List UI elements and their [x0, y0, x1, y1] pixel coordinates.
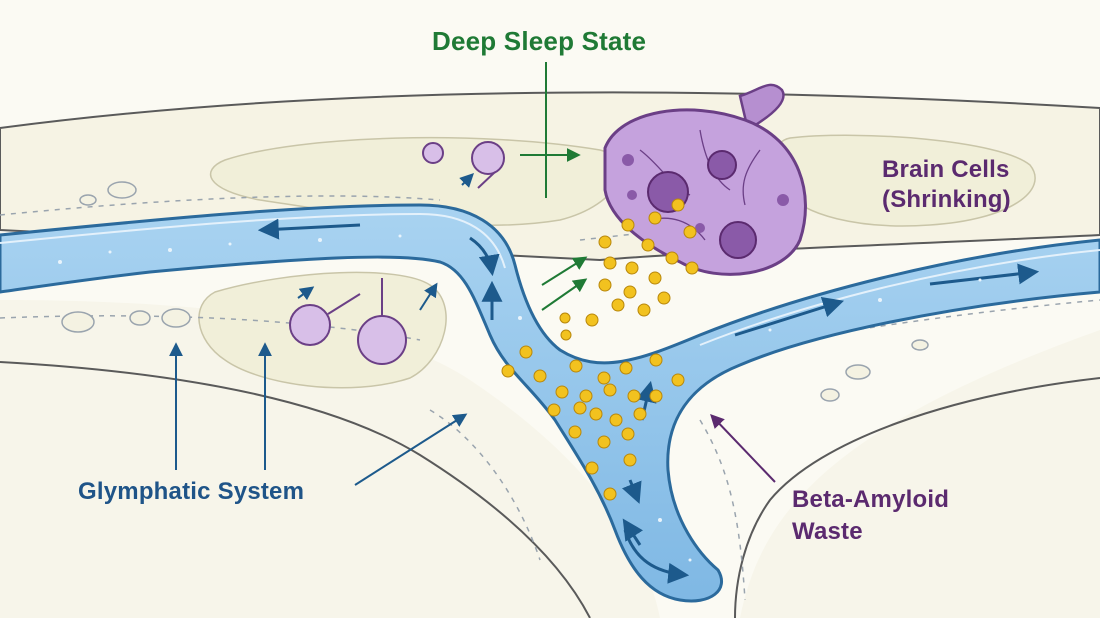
channel-inner-line-top [0, 212, 506, 269]
beta-amyloid-line2: Waste [792, 518, 863, 545]
tissue-outline-lower [0, 361, 591, 618]
flow-arrow-icon [257, 218, 1040, 584]
beta-amyloid-line1: Beta-Amyloid [792, 486, 950, 513]
brain-cells-label: Brain Cells (Shrinking) [882, 155, 1011, 215]
amyloid-particle-icon [501, 198, 699, 501]
brain-cells-line2: (Shrinking) [882, 186, 1011, 213]
tissue-cells [61, 181, 929, 402]
beta-amyloid-label: Beta-Amyloid Waste [792, 484, 949, 548]
glymphatic-pointers [169, 173, 474, 486]
channel-speckles [58, 234, 982, 562]
channel-inner-line-right [699, 249, 1100, 346]
compartment-upper [209, 136, 622, 227]
deep-sleep-label: Deep Sleep State [432, 26, 647, 56]
green-arrows [520, 148, 588, 311]
small-cell-icon [289, 141, 505, 365]
glymphatic-system-label: Glymphatic System [78, 478, 305, 505]
beta-amyloid-pointer [710, 413, 776, 483]
brain-cells-line1: Brain Cells [882, 156, 1010, 183]
tissue-outline-right [734, 377, 1100, 618]
